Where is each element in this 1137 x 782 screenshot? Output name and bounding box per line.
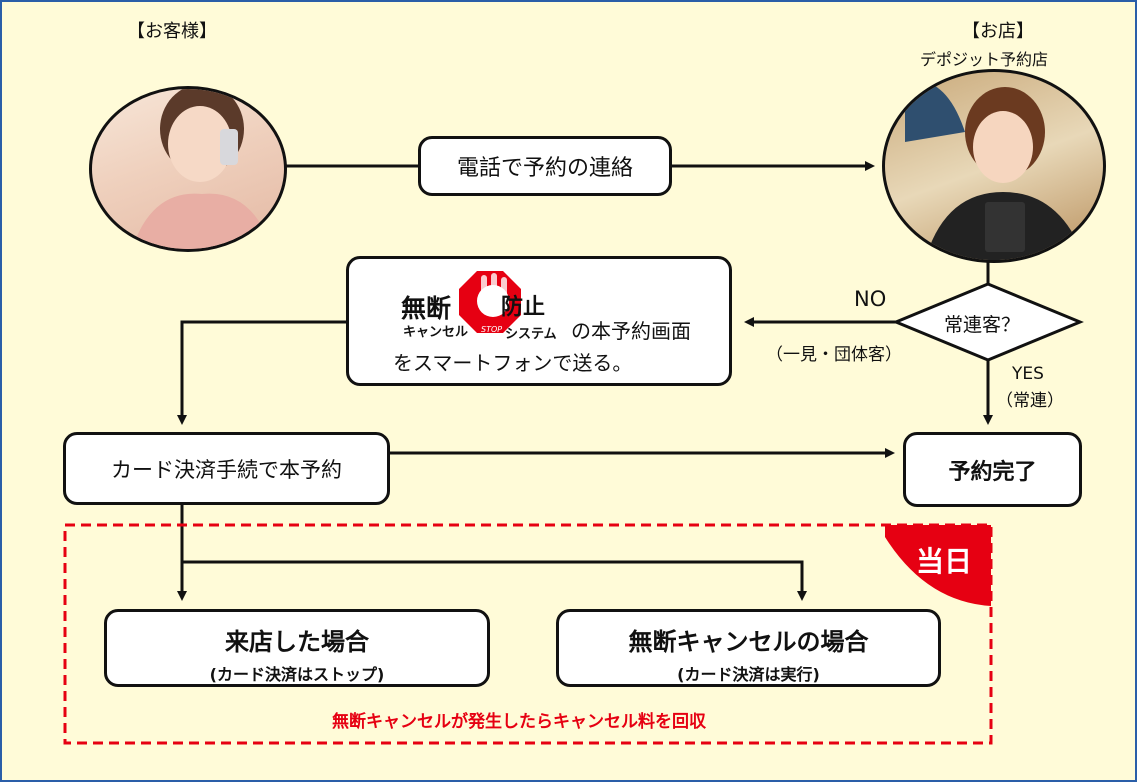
store-sublabel: デポジット予約店: [920, 50, 1049, 69]
store-label: 【お店】: [962, 21, 1034, 42]
customer-label: 【お客様】: [127, 21, 217, 42]
call-box: 電話で予約の連絡: [418, 136, 672, 196]
stop-hand-icon: [459, 271, 521, 333]
send-text-line2: をスマートフォンで送る。: [393, 351, 633, 375]
yes-label: YES: [1012, 364, 1044, 384]
logo-text-boshi: 防止: [501, 295, 546, 320]
logo-text-cancel: キャンセル: [403, 325, 469, 340]
arrow-send-to-card: [177, 320, 346, 425]
arrow-card-to-noshow: [182, 560, 807, 601]
visit-title: 来店した場合: [225, 628, 369, 656]
send-box: 無断 防止 キャンセル システム STOP の本予約画面 をスマートフォンで送る…: [346, 256, 732, 386]
no-sublabel: （一見・団体客）: [766, 345, 902, 365]
logo-text-stop: STOP: [481, 325, 503, 334]
no-show-subtitle: (カード決済は実行): [677, 665, 820, 684]
customer-figure: [132, 89, 272, 249]
store-figure: [905, 80, 1085, 260]
store-photo: [882, 69, 1106, 263]
decision-label: 常連客？: [944, 314, 1021, 336]
same-day-dashed-frame: [63, 523, 993, 745]
customer-photo: [89, 86, 287, 252]
decision-diamond: [892, 282, 1084, 362]
reservation-complete-box: 予約完了: [903, 432, 1082, 507]
cancellation-fee-note: 無断キャンセルが発生したらキャンセル料を回収: [332, 712, 706, 732]
no-label: NO: [854, 287, 887, 311]
no-show-box: 無断キャンセルの場合 (カード決済は実行): [556, 609, 941, 687]
same-day-badge: 当日: [916, 545, 973, 578]
visit-box: 来店した場合 (カード決済はストップ): [104, 609, 490, 687]
send-text-line1: の本予約画面: [571, 319, 691, 343]
logo-text-mudan: 無断: [401, 294, 452, 323]
logo-text-system: システム: [505, 327, 557, 342]
yes-sublabel: （常連）: [996, 391, 1064, 411]
no-show-title: 無断キャンセルの場合: [628, 628, 869, 656]
no-show-prevention-logo: 無断 防止 キャンセル システム STOP: [401, 267, 571, 343]
card-payment-box: カード決済手続で本予約: [63, 432, 390, 505]
same-day-badge-shape: [885, 525, 991, 606]
visit-subtitle: (カード決済はストップ): [209, 665, 385, 684]
